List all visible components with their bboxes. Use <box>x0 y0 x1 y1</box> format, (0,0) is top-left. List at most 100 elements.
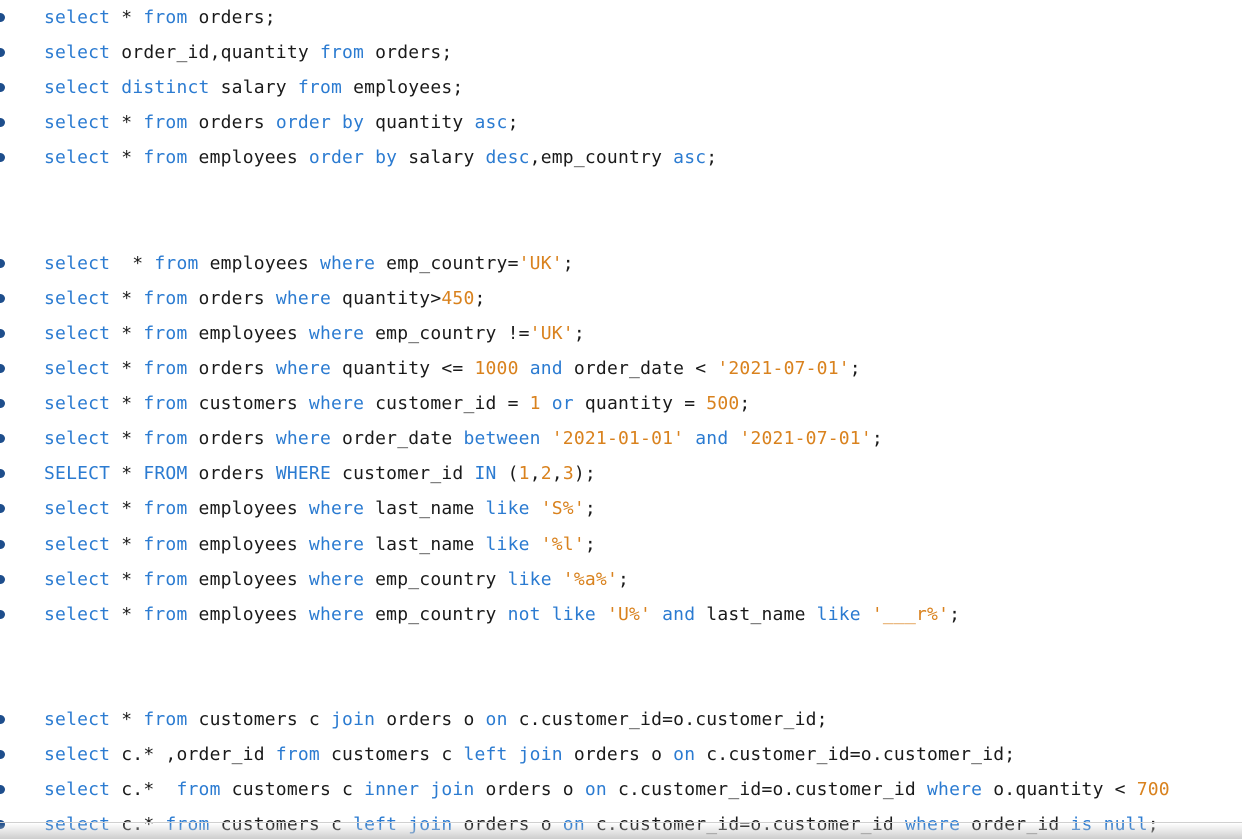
sql-text: ; <box>949 604 961 625</box>
sql-keyword: from <box>143 498 188 519</box>
bullet-icon <box>0 329 5 338</box>
code-text: select * from employees where emp_countr… <box>44 599 960 631</box>
sql-text <box>684 428 695 449</box>
sql-text: orders <box>187 463 276 484</box>
sql-text: * <box>110 463 144 484</box>
sql-keyword: select <box>44 498 111 519</box>
sql-text: orders <box>187 358 276 379</box>
sql-keyword: FROM <box>143 463 188 484</box>
sql-keyword: from <box>143 604 188 625</box>
code-line[interactable]: select * from orders; <box>0 2 1242 34</box>
sql-text: customers <box>187 393 309 414</box>
sql-keyword: from <box>143 358 188 379</box>
sql-keyword: where <box>308 498 365 519</box>
sql-keyword: like <box>485 534 530 555</box>
sql-text <box>541 428 552 449</box>
sql-keyword: from <box>143 569 188 590</box>
sql-text: ; <box>474 288 486 309</box>
sql-text: * <box>110 604 144 625</box>
sql-text: ; <box>617 569 630 590</box>
sql-text: * <box>110 358 144 379</box>
sql-number: 450 <box>441 288 475 309</box>
sql-text <box>651 604 662 625</box>
sql-keyword: select <box>44 7 111 28</box>
sql-text: employees <box>198 253 320 274</box>
sql-text: c.* <box>110 779 177 800</box>
code-text: select * from customers c join orders o … <box>44 704 828 736</box>
code-text: select * from employees where emp_countr… <box>44 318 585 350</box>
sql-number: 1 <box>529 393 541 414</box>
sql-text: * <box>110 709 144 730</box>
sql-text: ; <box>562 253 574 274</box>
bullet-icon <box>0 750 5 759</box>
sql-text: orders <box>187 428 276 449</box>
code-line[interactable]: select * from employees where emp_countr… <box>0 248 1242 280</box>
sql-text: employees <box>187 534 309 555</box>
sql-keyword: where <box>308 534 365 555</box>
sql-keyword: like <box>485 498 530 519</box>
sql-keyword: and <box>695 428 729 449</box>
code-line[interactable]: select * from orders where quantity>450; <box>0 283 1242 315</box>
sql-keyword: like <box>816 604 861 625</box>
sql-text: salary <box>397 147 486 168</box>
sql-text: customers c <box>220 779 365 800</box>
code-line[interactable]: select * from customers c join orders o … <box>0 704 1242 736</box>
sql-text <box>728 428 739 449</box>
sql-text: orders; <box>364 42 453 63</box>
sql-keyword: select <box>44 288 111 309</box>
sql-keyword: distinct <box>121 77 210 98</box>
sql-keyword: and <box>529 358 563 379</box>
sql-keyword: from <box>143 428 188 449</box>
sql-keyword: and <box>662 604 696 625</box>
sql-keyword: select <box>44 112 111 133</box>
sql-keyword: select <box>44 42 111 63</box>
bullet-icon <box>0 153 5 162</box>
sql-number: 2 <box>540 463 552 484</box>
code-line[interactable]: select * from orders where quantity <= 1… <box>0 353 1242 385</box>
code-line[interactable]: select * from employees where emp_countr… <box>0 599 1242 631</box>
sql-text: orders o <box>375 709 486 730</box>
code-text: select * from orders where quantity>450; <box>44 283 486 315</box>
sql-text: employees <box>187 498 309 519</box>
code-line[interactable]: select * from customers where customer_i… <box>0 388 1242 420</box>
sql-keyword: select <box>44 323 111 344</box>
sql-keyword: from <box>143 323 188 344</box>
sql-keyword: from <box>297 77 343 98</box>
sql-text: * <box>110 393 144 414</box>
bullet-icon <box>0 575 5 584</box>
sql-keyword: select <box>44 147 111 168</box>
sql-text <box>861 604 872 625</box>
sql-text: ; <box>849 358 861 379</box>
code-line[interactable]: select * from employees where last_name … <box>0 493 1242 525</box>
sql-text: c.customer_id=o.customer_id; <box>695 744 1016 765</box>
sql-text: last_name <box>364 534 486 555</box>
bullet-icon <box>0 715 5 724</box>
sql-text <box>541 393 552 414</box>
bullet-icon <box>0 13 5 22</box>
sql-string: '2021-07-01' <box>717 358 850 379</box>
bullet-icon <box>0 83 5 92</box>
bullet-icon <box>0 399 5 408</box>
sql-keyword: select <box>44 358 111 379</box>
code-line[interactable]: select * from orders order by quantity a… <box>0 107 1242 139</box>
code-line[interactable]: select * from orders where order_date be… <box>0 423 1242 455</box>
code-line[interactable]: select c.* ,order_id from customers c le… <box>0 739 1242 771</box>
sql-keyword: from <box>143 393 188 414</box>
sql-keyword: asc <box>474 112 508 133</box>
sql-keyword: select <box>44 253 111 274</box>
sql-keyword: from <box>143 112 188 133</box>
code-line[interactable]: select c.* from customers c inner join o… <box>0 774 1242 806</box>
code-line[interactable]: SELECT * FROM orders WHERE customer_id I… <box>0 458 1242 490</box>
sql-keyword: from <box>176 779 221 800</box>
code-line[interactable]: select distinct salary from employees; <box>0 72 1242 104</box>
sql-text: quantity> <box>331 288 442 309</box>
code-line[interactable]: select * from employees order by salary … <box>0 142 1242 174</box>
sql-text: ; <box>706 147 718 168</box>
sql-keyword: select <box>44 393 111 414</box>
code-line[interactable]: select * from employees where last_name … <box>0 529 1242 561</box>
code-line[interactable]: select order_id,quantity from orders; <box>0 37 1242 69</box>
code-text: select * from employees where emp_countr… <box>44 248 574 280</box>
code-line[interactable]: select * from employees where emp_countr… <box>0 318 1242 350</box>
code-line[interactable]: select * from employees where emp_countr… <box>0 564 1242 596</box>
